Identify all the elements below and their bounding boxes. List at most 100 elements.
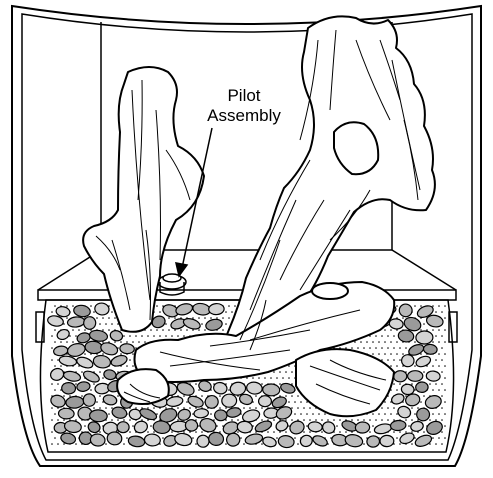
bed-dot	[432, 437, 434, 439]
pebble	[89, 329, 108, 342]
bed-dot	[324, 413, 326, 415]
pebble	[60, 432, 77, 446]
bed-dot	[444, 341, 446, 343]
bed-dot	[369, 419, 371, 421]
log-end-grain	[312, 283, 348, 299]
bed-dot	[282, 377, 284, 379]
bed-dot	[51, 347, 53, 349]
bed-dot	[405, 347, 407, 349]
bed-dot	[387, 347, 389, 349]
bed-dot	[444, 353, 446, 355]
pebble	[246, 381, 263, 395]
bed-dot	[279, 371, 281, 373]
bed-dot	[255, 407, 257, 409]
bed-dot	[423, 395, 425, 397]
bed-dot	[444, 389, 446, 391]
bed-dot	[108, 317, 110, 319]
bed-dot	[66, 305, 68, 307]
bed-dot	[399, 443, 401, 445]
bed-dot	[159, 311, 161, 313]
bed-dot	[57, 419, 59, 421]
bed-dot	[351, 347, 353, 349]
bed-dot	[261, 419, 263, 421]
bed-dot	[273, 371, 275, 373]
bed-dot	[372, 413, 374, 415]
pebble	[128, 435, 146, 448]
bed-dot	[441, 347, 443, 349]
bed-dot	[285, 419, 287, 421]
bed-dot	[432, 341, 434, 343]
bed-dot	[117, 395, 119, 397]
bed-dot	[54, 341, 56, 343]
pebble	[398, 329, 415, 343]
bed-dot	[300, 401, 302, 403]
bed-dot	[279, 383, 281, 385]
bed-dot	[102, 329, 104, 331]
pebble	[401, 384, 415, 395]
bed-dot	[123, 443, 125, 445]
bed-dot	[432, 365, 434, 367]
pebble	[415, 354, 432, 368]
pebble	[49, 367, 65, 382]
bed-dot	[438, 437, 440, 439]
bed-dot	[297, 395, 299, 397]
bed-dot	[132, 341, 134, 343]
bed-dot	[54, 389, 56, 391]
pebble	[344, 433, 364, 448]
bed-dot	[93, 407, 95, 409]
bed-dot	[114, 317, 116, 319]
bed-dot	[435, 311, 437, 313]
bed-dot	[195, 443, 197, 445]
pebble	[214, 409, 227, 421]
pebble	[75, 355, 94, 370]
bed-dot	[261, 443, 263, 445]
bed-dot	[228, 317, 230, 319]
pebble	[299, 433, 314, 448]
bed-dot	[384, 329, 386, 331]
bed-dot	[93, 311, 95, 313]
front-right-log	[296, 349, 394, 416]
bed-dot	[201, 395, 203, 397]
bed-dot	[336, 425, 338, 427]
bed-dot	[357, 419, 359, 421]
bed-dot	[126, 365, 128, 367]
bed-dot	[120, 353, 122, 355]
bed-dot	[375, 419, 377, 421]
bed-dot	[51, 419, 53, 421]
bed-dot	[60, 365, 62, 367]
pebble	[208, 303, 224, 315]
bed-dot	[153, 335, 155, 337]
pebble	[110, 354, 129, 368]
bed-dot	[441, 371, 443, 373]
bed-dot	[390, 329, 392, 331]
bed-dot	[306, 425, 308, 427]
bed-dot	[186, 401, 188, 403]
bed-dot	[363, 443, 365, 445]
bed-dot	[258, 377, 260, 379]
bed-dot	[372, 353, 374, 355]
bed-dot	[90, 389, 92, 391]
bed-dot	[423, 371, 425, 373]
bed-dot	[441, 335, 443, 337]
bed-dot	[111, 323, 113, 325]
bed-dot	[165, 335, 167, 337]
log-set	[83, 16, 435, 416]
pebble	[366, 435, 380, 447]
bed-dot	[411, 419, 413, 421]
pebble	[355, 422, 370, 434]
bed-dot	[369, 347, 371, 349]
bed-dot	[303, 419, 305, 421]
bed-dot	[351, 419, 353, 421]
bed-dot	[57, 359, 59, 361]
bed-dot	[387, 359, 389, 361]
bed-dot	[177, 407, 179, 409]
pebble	[67, 316, 85, 328]
bed-dot	[441, 311, 443, 313]
bed-dot	[75, 335, 77, 337]
pebble	[103, 369, 117, 381]
bed-dot	[147, 407, 149, 409]
bed-dot	[78, 329, 80, 331]
bed-dot	[192, 437, 194, 439]
bed-dot	[423, 323, 425, 325]
bed-dot	[129, 335, 131, 337]
